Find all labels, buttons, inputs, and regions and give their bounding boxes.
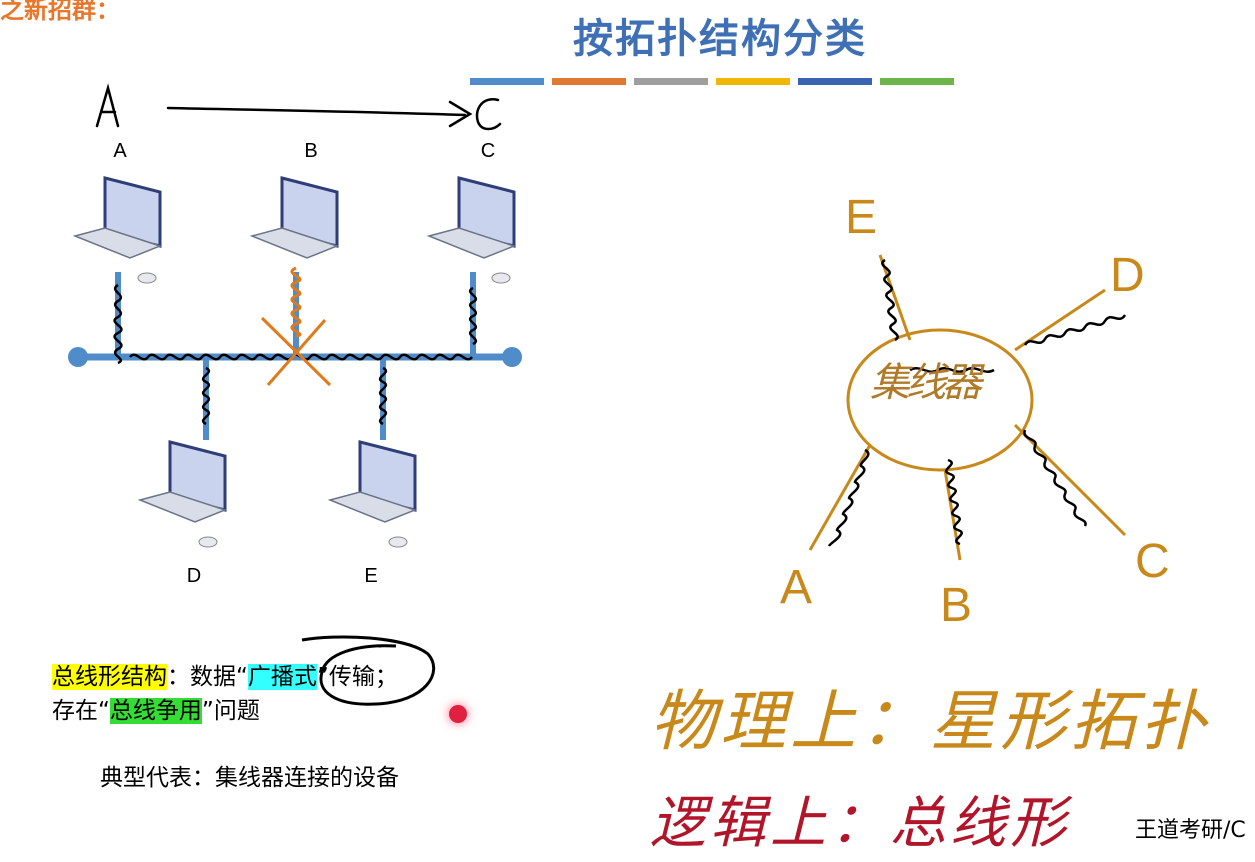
arrow-a-to-c [95,83,502,131]
star-node-b: B [940,579,973,632]
note-logical-bus: 逻辑上：总线形 [650,791,1070,856]
description-text: ：数据“ [167,664,248,690]
stripe-green [880,78,954,85]
term-broadcast: 广播式 [247,664,317,690]
star-node-a: A [780,561,813,614]
computer-label-c: C [480,140,496,162]
bus-cable [68,272,522,440]
collision-mark [260,266,332,387]
laptop-icon-a [72,176,163,284]
star-node-d: D [1110,249,1145,302]
stripe-orange [552,78,626,85]
laptop-icon-b [249,176,340,259]
title-color-stripes [470,78,954,85]
typical-example-text: 典型代表：集线器连接的设备 [100,765,399,791]
computer-label-a: A [113,140,127,162]
computer-label-b: B [304,140,318,162]
laptop-icon-c [426,176,517,284]
slide-title: 按拓扑结构分类 [573,15,867,62]
stripe-blue [470,78,544,85]
computer-label-e: E [364,565,378,587]
description-text: ”传输； [316,664,398,690]
bus-topology-diagram [68,83,522,548]
term-bus-structure: 总线形结构 [52,664,167,690]
star-topology-sketch [808,254,1127,561]
description-text: ”问题 [201,698,260,724]
stripe-darkblue [798,78,872,85]
laptop-icon-d [137,440,228,548]
corner-banner-text: 之新招群： [0,0,120,24]
star-signal-scribbles [827,258,1127,547]
description-text: 存在“ [52,698,110,724]
description-line-1: 总线形结构：数据“广播式”传输； [52,660,398,694]
note-physical-star: 物理上：星形拓扑 [650,683,1210,760]
bus-description: 总线形结构：数据“广播式”传输； 存在“总线争用”问题 [52,660,398,728]
laptop-icon-e [327,440,418,548]
stripe-yellow [716,78,790,85]
description-line-2: 存在“总线争用”问题 [52,694,398,728]
star-node-e: E [845,191,878,244]
laser-pointer-dot [449,705,467,723]
stripe-gray [634,78,708,85]
hub-label: 集线器 [870,360,982,406]
term-bus-contention: 总线争用 [109,698,202,724]
computer-label-d: D [186,565,202,587]
star-node-c: C [1135,535,1170,588]
watermark-text: 王道考研/C [1135,818,1246,843]
circle-annotation [301,635,436,706]
